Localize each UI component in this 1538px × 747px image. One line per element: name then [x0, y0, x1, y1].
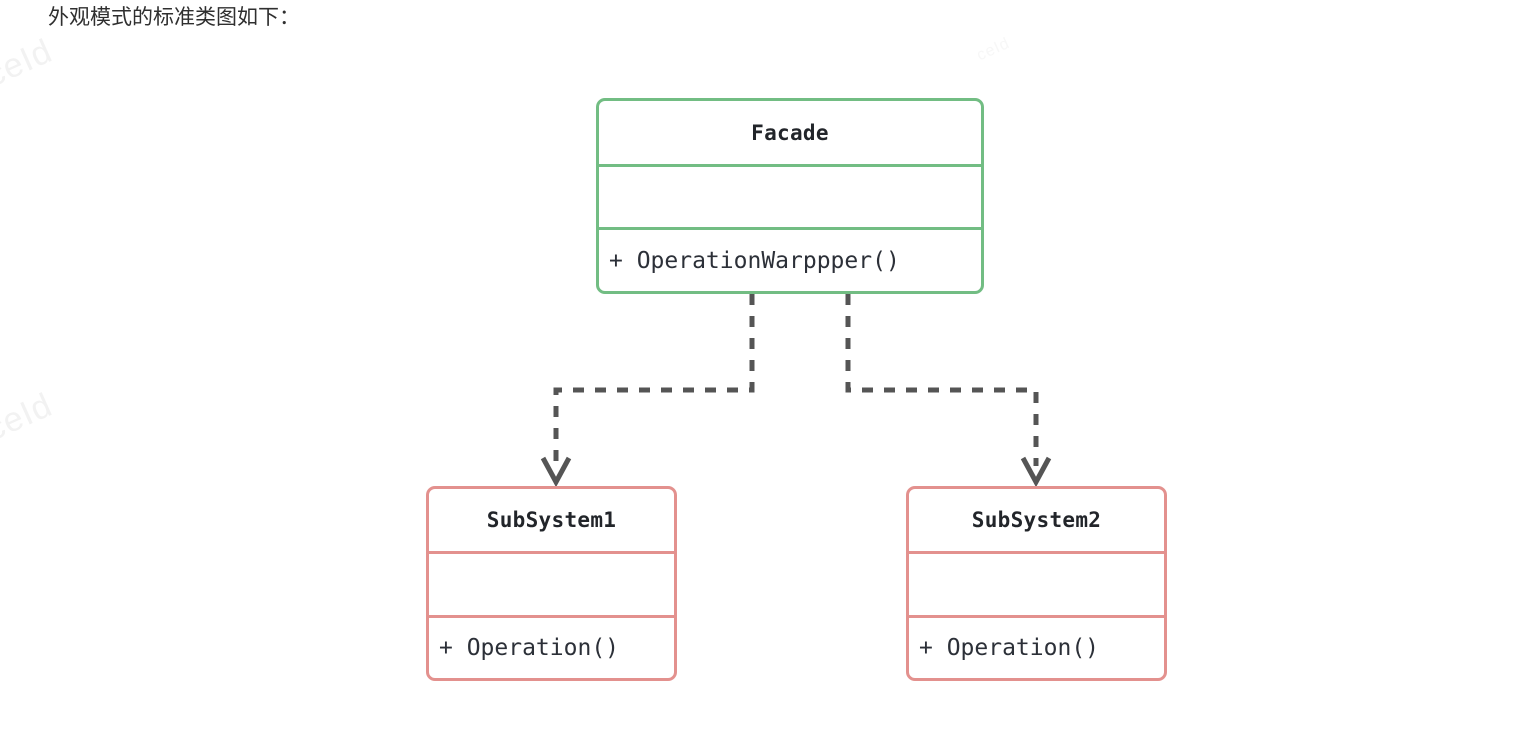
class-method-label: + OperationWarppper(): [609, 247, 900, 274]
class-methods-compartment: + OperationWarppper(): [599, 227, 981, 291]
class-methods-compartment: + Operation(): [909, 615, 1164, 678]
arrowhead-subsystem1: [540, 456, 572, 488]
arrowhead-subsystem2: [1020, 456, 1052, 488]
class-method-label: + Operation(): [919, 635, 1100, 661]
dependency-arrow-facade-to-subsystem2: [845, 294, 1039, 466]
class-attributes-compartment: [909, 551, 1164, 615]
class-name-compartment: SubSystem1: [429, 489, 674, 551]
class-name-label: SubSystem1: [486, 508, 617, 532]
class-method-label: + Operation(): [439, 635, 620, 661]
dependency-arrow-facade-to-subsystem1: [553, 294, 755, 466]
class-methods-compartment: + Operation(): [429, 615, 674, 678]
uml-class-subsystem1[interactable]: SubSystem1 + Operation(): [426, 486, 677, 681]
class-name-compartment: Facade: [599, 101, 981, 164]
page-heading: 外观模式的标准类图如下：: [48, 5, 300, 29]
class-attributes-compartment: [429, 551, 674, 615]
uml-class-subsystem2[interactable]: SubSystem2 + Operation(): [906, 486, 1167, 681]
class-attributes-compartment: [599, 164, 981, 227]
class-name-label: SubSystem2: [971, 508, 1102, 532]
class-name-compartment: SubSystem2: [909, 489, 1164, 551]
uml-class-facade[interactable]: Facade + OperationWarppper(): [596, 98, 984, 294]
class-name-label: Facade: [751, 120, 829, 145]
